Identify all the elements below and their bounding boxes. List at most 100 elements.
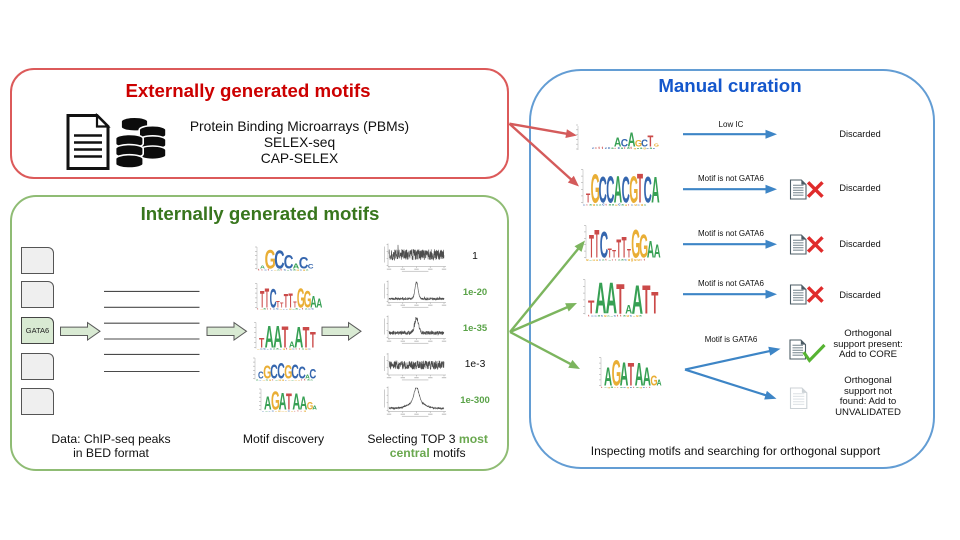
svg-text:c: c: [608, 145, 611, 150]
svg-text:g: g: [641, 203, 644, 206]
svg-text:t: t: [295, 348, 298, 350]
svg-text:T: T: [276, 299, 280, 310]
svg-text:A: A: [628, 129, 636, 151]
svg-text:A: A: [614, 137, 621, 150]
svg-text:c: c: [624, 258, 626, 261]
svg-text:a: a: [609, 203, 611, 206]
svg-text:g: g: [274, 269, 277, 271]
svg-text:c: c: [267, 349, 270, 350]
svg-text:C: C: [308, 263, 314, 270]
svg-text:g: g: [596, 259, 599, 261]
svg-text:A: A: [265, 320, 274, 356]
svg-text:t: t: [649, 387, 652, 389]
svg-text:a: a: [293, 268, 295, 271]
svg-text:A: A: [647, 235, 654, 262]
svg-text:T: T: [594, 223, 599, 267]
svg-text:g: g: [288, 380, 291, 381]
svg-text:c: c: [290, 268, 292, 271]
svg-text:a: a: [608, 259, 611, 261]
svg-text:G: G: [650, 372, 657, 389]
svg-text:t: t: [615, 259, 618, 261]
svg-text:t: t: [272, 379, 275, 381]
svg-text:T: T: [293, 302, 297, 310]
svg-text:a: a: [611, 147, 613, 150]
svg-text:A: A: [614, 169, 622, 211]
svg-text:a: a: [277, 269, 280, 272]
svg-text:G: G: [284, 362, 292, 383]
svg-text:a: a: [263, 307, 267, 310]
svg-text:A: A: [310, 293, 317, 312]
svg-text:A: A: [273, 320, 282, 356]
svg-text:g: g: [625, 204, 628, 206]
svg-text:T: T: [637, 167, 643, 212]
svg-text:t: t: [300, 411, 301, 412]
svg-text:A: A: [300, 393, 308, 414]
svg-text:T: T: [260, 286, 264, 313]
svg-text:T: T: [284, 292, 288, 313]
svg-text:a: a: [618, 259, 621, 261]
svg-text:C: C: [258, 370, 264, 381]
svg-text:a: a: [637, 147, 640, 149]
svg-text:T: T: [588, 297, 595, 318]
svg-text:c: c: [283, 309, 286, 310]
svg-text:T: T: [310, 327, 316, 353]
svg-text:c: c: [631, 204, 634, 206]
svg-text:c: c: [653, 147, 656, 149]
svg-text:a: a: [650, 147, 652, 150]
svg-text:c: c: [264, 269, 267, 271]
svg-text:t: t: [630, 146, 632, 149]
svg-text:g: g: [628, 258, 631, 261]
svg-text:a: a: [598, 314, 600, 317]
svg-text:a: a: [307, 379, 309, 382]
svg-text:G: G: [263, 362, 271, 383]
svg-text:t: t: [261, 269, 264, 271]
svg-text:c: c: [271, 269, 274, 270]
svg-text:c: c: [646, 147, 649, 149]
svg-text:C: C: [600, 224, 608, 266]
svg-text:A: A: [316, 297, 322, 311]
svg-text:a: a: [589, 260, 592, 261]
svg-text:a: a: [607, 315, 610, 317]
svg-text:a: a: [620, 387, 623, 389]
svg-text:a: a: [612, 203, 614, 206]
svg-text:a: a: [596, 204, 599, 206]
svg-text:c: c: [276, 307, 278, 310]
svg-text:g: g: [262, 379, 265, 381]
svg-text:t: t: [257, 308, 260, 310]
svg-text:g: g: [631, 258, 634, 261]
svg-text:g: g: [296, 269, 299, 271]
svg-text:a: a: [611, 386, 614, 389]
svg-text:a: a: [599, 204, 602, 206]
svg-text:a: a: [636, 387, 639, 389]
svg-text:C: C: [270, 285, 277, 314]
svg-text:a: a: [604, 387, 607, 388]
svg-text:g: g: [257, 348, 260, 350]
svg-text:c: c: [260, 348, 263, 350]
svg-text:A: A: [657, 378, 663, 388]
svg-text:T: T: [589, 230, 594, 266]
svg-text:a: a: [266, 379, 269, 381]
svg-text:A: A: [625, 304, 632, 317]
svg-text:G: G: [265, 244, 276, 275]
svg-text:g: g: [305, 348, 308, 350]
svg-text:A: A: [643, 363, 651, 392]
svg-text:A: A: [312, 406, 317, 412]
svg-text:A: A: [651, 169, 659, 211]
svg-text:t: t: [588, 314, 590, 317]
svg-text:g: g: [633, 315, 636, 316]
svg-text:T: T: [642, 277, 650, 323]
svg-text:A: A: [654, 242, 661, 262]
svg-text:A: A: [260, 265, 265, 270]
svg-text:t: t: [617, 387, 618, 388]
svg-text:t: t: [286, 347, 288, 350]
svg-text:C: C: [274, 246, 284, 274]
svg-text:T: T: [628, 357, 634, 393]
svg-text:t: t: [633, 387, 636, 389]
svg-text:a: a: [310, 379, 313, 381]
svg-text:a: a: [295, 307, 297, 310]
svg-text:T: T: [648, 132, 654, 150]
svg-text:A: A: [289, 340, 295, 349]
svg-text:g: g: [283, 348, 286, 351]
svg-text:c: c: [592, 147, 594, 150]
svg-text:C: C: [599, 169, 607, 211]
